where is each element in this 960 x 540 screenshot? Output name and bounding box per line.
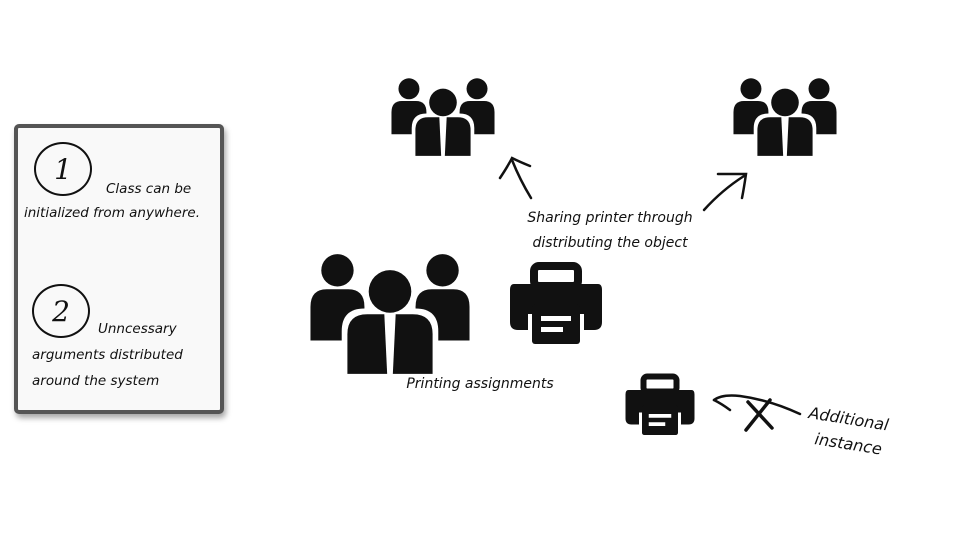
arrow-to-top-left	[498, 156, 533, 200]
group-icon-center	[310, 254, 469, 377]
note-2-line3: around the system	[32, 373, 160, 389]
number-circle-1: 1	[34, 142, 92, 196]
printer-icon-center	[510, 266, 602, 344]
sharing-label-line1: Sharing printer through	[527, 210, 692, 226]
note-2-line1: Unncessary	[98, 321, 177, 337]
note-1-line2: initialized from anywhere.	[24, 205, 201, 221]
group-icon-top-left	[391, 78, 494, 157]
arrow-additional-instance	[712, 394, 802, 416]
number-2: 2	[52, 294, 70, 328]
number-1: 1	[54, 152, 72, 186]
notes-panel: 1 Class can be initialized from anywhere…	[14, 124, 224, 414]
arrow-to-top-right	[702, 172, 748, 212]
printer-icon-small	[626, 377, 695, 436]
additional-label-line2: instance	[813, 429, 883, 458]
number-circle-2: 2	[32, 284, 90, 338]
note-2-line2: arguments distributed	[32, 347, 183, 363]
x-mark-icon	[744, 398, 774, 432]
printing-label: Printing assignments	[406, 376, 553, 392]
note-1-line1: Class can be	[106, 181, 192, 197]
group-icon-top-right	[733, 78, 836, 157]
sharing-label-line2: distributing the object	[532, 235, 688, 251]
